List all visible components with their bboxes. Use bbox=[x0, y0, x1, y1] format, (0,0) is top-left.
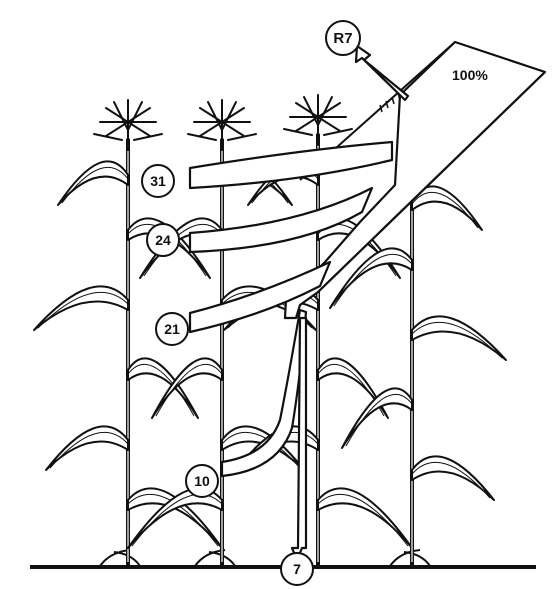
maize-tassel bbox=[284, 95, 352, 145]
maize-leaf bbox=[46, 426, 128, 470]
node-10: 10 bbox=[186, 465, 218, 497]
node-24: 24 bbox=[147, 224, 179, 256]
node-31-label: 31 bbox=[150, 173, 166, 189]
maize-leaf bbox=[34, 286, 128, 330]
node-R7-label: R7 bbox=[333, 30, 352, 47]
maize-leaf bbox=[412, 186, 482, 230]
node-31: 31 bbox=[142, 165, 174, 197]
node-10-label: 10 bbox=[194, 473, 210, 489]
input-percent-label: 100% bbox=[452, 67, 488, 83]
maize-tassel bbox=[94, 100, 162, 150]
node-24-label: 24 bbox=[155, 232, 171, 248]
maize-tassel bbox=[188, 100, 256, 150]
node-7-label: 7 bbox=[293, 561, 301, 577]
node-7: 7 bbox=[281, 553, 313, 585]
ground-tufts bbox=[100, 550, 430, 566]
node-R7: R7 bbox=[326, 21, 360, 55]
maize-leaf bbox=[342, 388, 412, 448]
flow-branch-10 bbox=[222, 310, 306, 476]
maize-leaf bbox=[318, 488, 412, 548]
maize-leaf bbox=[412, 456, 494, 500]
maize-leaf bbox=[412, 316, 506, 360]
node-21: 21 bbox=[156, 313, 188, 345]
maize-leaf bbox=[58, 161, 128, 205]
node-21-label: 21 bbox=[164, 321, 180, 337]
